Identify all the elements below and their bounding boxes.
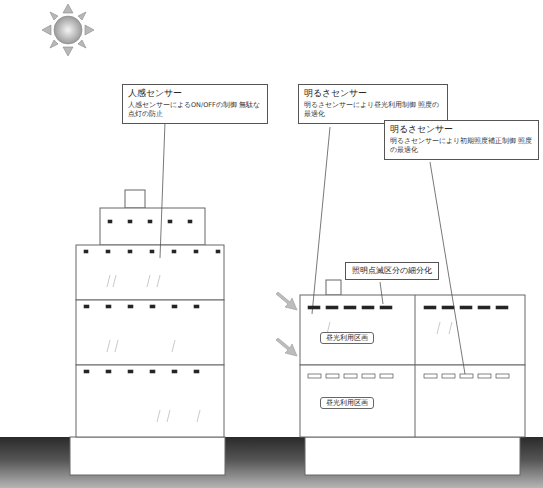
left-building	[70, 190, 225, 475]
occupant-figures	[107, 275, 452, 422]
light-fixtures	[84, 220, 509, 378]
light-fixture	[326, 306, 338, 309]
light-fixture	[194, 370, 199, 373]
light-fixture	[106, 370, 111, 373]
light-fixture	[106, 250, 110, 253]
light-fixture	[150, 305, 155, 308]
box-heading: 昼光利用区画	[326, 334, 368, 342]
box-heading: 人感センサー	[128, 88, 262, 99]
light-fixture	[460, 374, 473, 378]
light-fixture	[194, 305, 199, 308]
light-fixture	[150, 250, 154, 253]
light-fixture	[362, 374, 375, 378]
light-fixture	[84, 370, 89, 373]
light-fixture	[128, 370, 133, 373]
light-fixture	[148, 220, 152, 223]
light-fixture	[380, 374, 393, 378]
light-fixture	[308, 306, 320, 309]
light-fixture	[460, 306, 472, 309]
light-fixture	[478, 374, 491, 378]
light-fixture	[308, 374, 321, 378]
light-fixture	[150, 370, 155, 373]
light-fixture	[344, 374, 357, 378]
light-fixture	[362, 306, 374, 309]
light-fixture	[128, 250, 132, 253]
callout-box: 人感センサー人感センサーによるON/OFFの制御 無駄な点灯の防止	[122, 84, 268, 124]
light-fixture	[344, 306, 356, 309]
light-fixture	[194, 250, 198, 253]
light-fixture	[128, 220, 132, 223]
light-fixture	[216, 250, 220, 253]
box-body: 明るさセンサーにより初期照度補正制御 照度の最適化	[390, 137, 533, 155]
zone-label: 昼光利用区画	[320, 397, 374, 409]
light-fixture	[496, 374, 509, 378]
light-fixture	[424, 306, 436, 309]
light-fixture	[380, 306, 392, 309]
light-fixture	[326, 374, 339, 378]
light-fixture	[496, 306, 508, 309]
label-box: 照明点滅区分の細分化	[345, 262, 439, 280]
light-fixture	[168, 220, 172, 223]
box-heading: 明るさセンサー	[390, 124, 533, 135]
box-heading: 明るさセンサー	[304, 88, 442, 99]
light-fixture	[478, 306, 490, 309]
leader-line	[160, 122, 465, 374]
callout-box: 明るさセンサー明るさセンサーにより昼光利用制御 照度の最適化	[298, 84, 448, 124]
box-heading: 照明点滅区分の細分化	[352, 266, 432, 276]
light-fixture	[442, 306, 454, 309]
box-body: 人感センサーによるON/OFFの制御 無駄な点灯の防止	[128, 101, 262, 119]
light-fixture	[128, 305, 133, 308]
light-fixture	[424, 374, 437, 378]
right-building	[300, 280, 525, 475]
light-fixture	[188, 220, 192, 223]
callout-box: 明るさセンサー明るさセンサーにより初期照度補正制御 照度の最適化	[384, 120, 539, 160]
daylight-arrow	[276, 292, 297, 356]
box-heading: 昼光利用区画	[326, 399, 368, 407]
light-fixture	[172, 370, 177, 373]
light-fixture	[172, 305, 177, 308]
zone-label: 昼光利用区画	[320, 332, 374, 344]
light-fixture	[84, 250, 88, 253]
light-fixture	[442, 374, 455, 378]
ground	[0, 437, 543, 488]
sun-symbol	[42, 4, 94, 56]
box-body: 明るさセンサーにより昼光利用制御 照度の最適化	[304, 101, 442, 119]
light-fixture	[172, 250, 176, 253]
light-fixture	[106, 305, 111, 308]
light-fixture	[108, 220, 112, 223]
light-fixture	[84, 305, 89, 308]
